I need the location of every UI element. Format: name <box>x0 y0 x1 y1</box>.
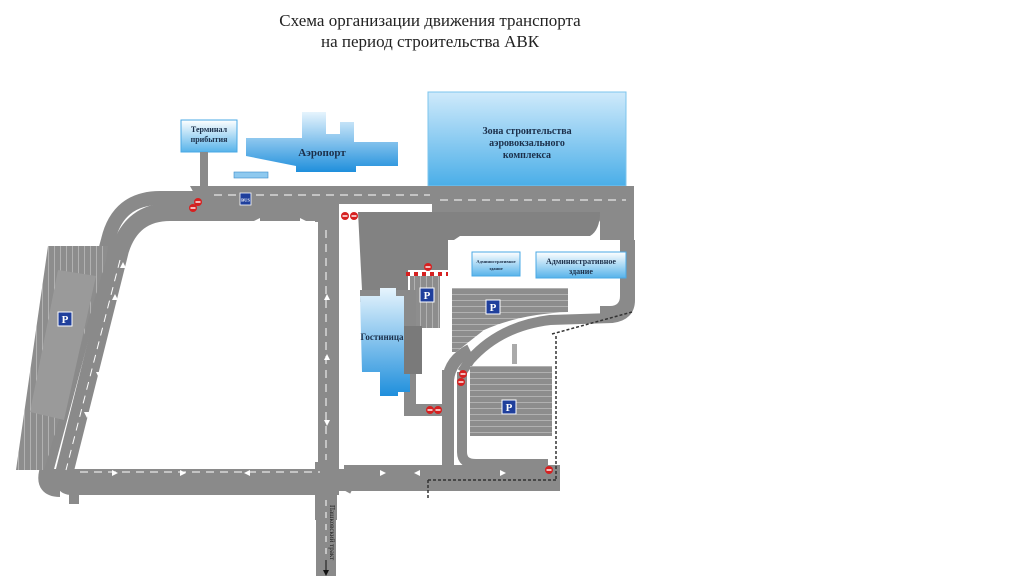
construction-zone-label-line2: аэровокзального <box>489 138 565 149</box>
no-entry-sign <box>194 198 202 206</box>
no-entry-sign <box>459 370 467 378</box>
map-title: Схема организации движения транспорта на… <box>200 10 660 52</box>
arrival-terminal <box>180 119 238 153</box>
map-title-line2: на период строительства АВК <box>320 32 540 51</box>
no-entry-sign <box>341 212 349 220</box>
admin-building-small-label-line2: здание <box>489 266 502 271</box>
middle-parking-lot <box>452 288 568 352</box>
apron-area <box>340 212 600 290</box>
no-entry-sign <box>350 212 358 220</box>
construction-zone-label-line1: Зона строительства <box>482 126 571 137</box>
arrival-terminal-label-line1: Терминал <box>191 125 228 134</box>
road-name-label: Пашковский тракт <box>328 505 336 560</box>
airport-label: Аэропорт <box>298 147 346 159</box>
arrival-terminal-label-line2: прибытия <box>191 135 228 144</box>
admin-building-large-label-line1: Административное <box>546 257 616 266</box>
no-entry-sign <box>434 406 442 414</box>
bus-stop-sign-label: BUS <box>241 198 250 203</box>
central-block <box>83 222 319 462</box>
bus-stop-sign <box>239 192 252 206</box>
no-entry-sign <box>457 378 465 386</box>
admin-building-small-label-line1: Административное <box>476 259 515 264</box>
admin-building-small <box>471 251 521 277</box>
admin-building-large-label-line2: здание <box>569 267 593 276</box>
top-road <box>190 186 634 314</box>
construction-zone-label-line3: комплекса <box>503 150 551 161</box>
hotel-building <box>360 288 410 396</box>
map-title-line1: Схема организации движения транспорта <box>279 11 581 30</box>
bottom-right-parking-sign <box>501 399 517 415</box>
small-kiosk <box>233 171 269 179</box>
admin-building-large <box>535 251 627 279</box>
left-parking-sign-letter: P <box>62 314 69 326</box>
bottom-right-parking-sign-letter: P <box>506 402 513 414</box>
south-arrow-icon <box>323 570 329 576</box>
hotel-label: Гостиница <box>360 332 404 342</box>
middle-parking-sign <box>485 299 501 315</box>
no-entry-sign <box>426 406 434 414</box>
left-parking-sign <box>57 311 73 327</box>
hotel-parking-sign <box>419 287 435 303</box>
direction-arrows <box>84 218 506 476</box>
middle-parking-sign-letter: P <box>490 302 497 314</box>
no-entry-sign <box>545 466 553 474</box>
construction-zone <box>427 91 627 187</box>
no-entry-sign <box>189 204 197 212</box>
no-entry-sign <box>424 263 432 271</box>
airport-building <box>246 112 398 172</box>
fence-line <box>427 311 633 500</box>
hotel-parking-sign-letter: P <box>424 290 431 302</box>
